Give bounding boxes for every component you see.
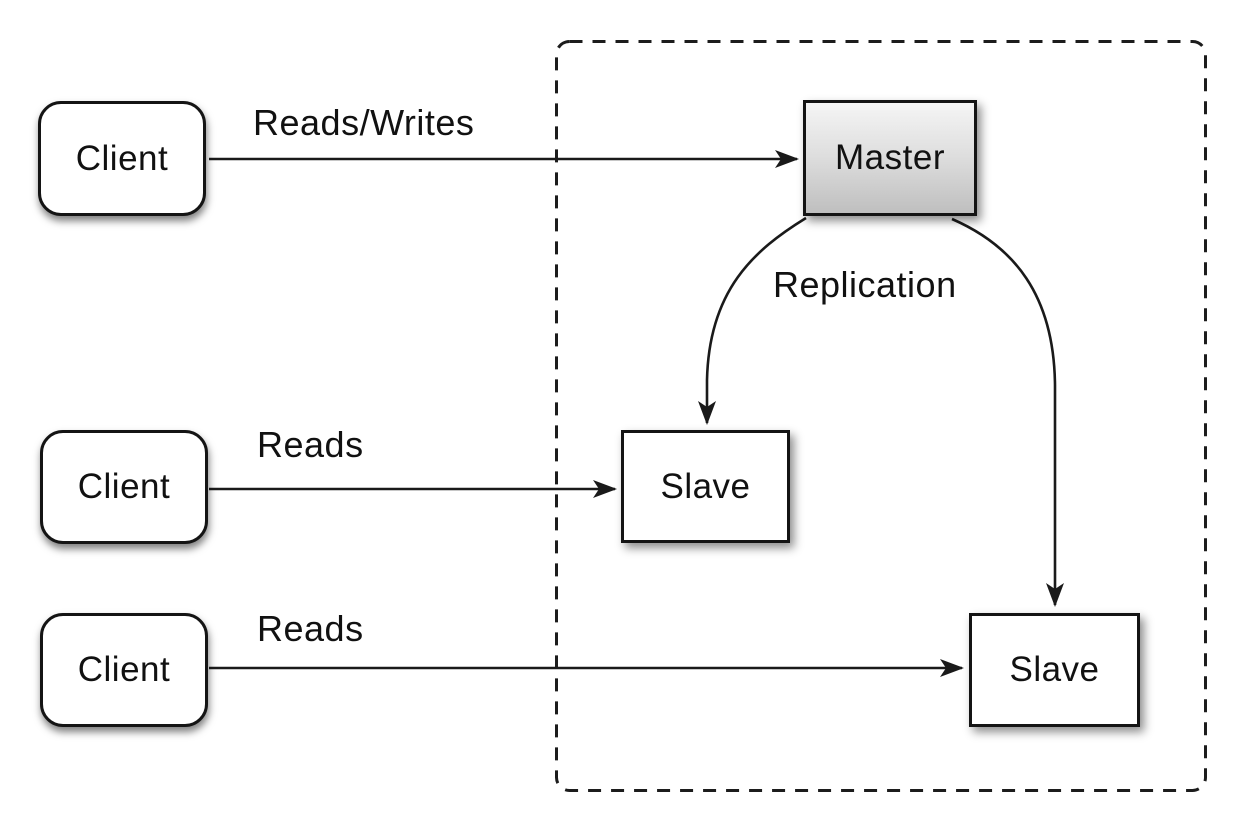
client-node-top: Client [38, 101, 206, 216]
edge-label-reads-bottom: Reads [257, 608, 364, 649]
edge-label-replication: Replication [773, 264, 957, 305]
master-node: Master [803, 100, 977, 216]
client-node-middle: Client [40, 430, 208, 544]
slave-node-middle-label: Slave [660, 466, 751, 506]
slave-node-bottom: Slave [969, 613, 1140, 727]
edge-label-reads-middle: Reads [257, 424, 364, 465]
client-node-bottom-label: Client [77, 650, 171, 689]
arrow-replication-right [951, 217, 1064, 607]
slave-node-bottom-label: Slave [1009, 650, 1100, 689]
client-node-top-label: Client [75, 138, 169, 178]
client-node-middle-label: Client [77, 467, 171, 506]
slave-node-middle: Slave [621, 430, 790, 543]
cluster-boundary [555, 40, 1207, 792]
client-node-bottom: Client [40, 613, 208, 727]
master-node-label: Master [835, 138, 945, 177]
edge-label-reads-writes: Reads/Writes [253, 102, 475, 143]
arrow-replication-left [698, 216, 807, 425]
